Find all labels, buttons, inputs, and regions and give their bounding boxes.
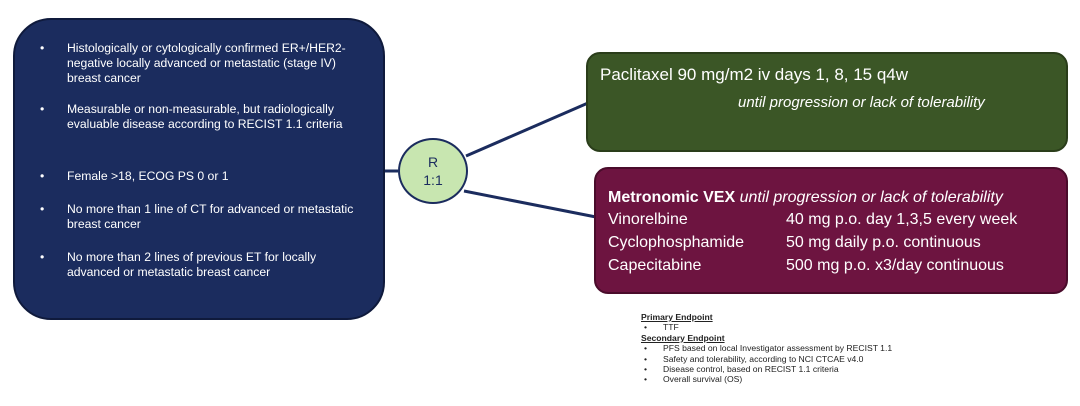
- endpoint-text: Disease control, based on RECIST 1.1 cri…: [663, 364, 839, 375]
- bullet-icon: •: [40, 41, 45, 55]
- bullet-icon: •: [40, 169, 45, 183]
- arm-a-box: Paclitaxel 90 mg/m2 iv days 1, 8, 15 q4w…: [586, 52, 1068, 152]
- criterion-text: No more than 1 line of CT for advanced o…: [67, 202, 354, 231]
- primary-endpoint-heading: Primary Endpoint: [641, 312, 713, 322]
- endpoint-text: Safety and tolerability, according to NC…: [663, 353, 864, 364]
- drug-name: Cyclophosphamide: [608, 234, 745, 251]
- endpoint-text: TTF: [663, 322, 679, 333]
- drug-dose: 500 mg p.o. x3/day continuous: [786, 257, 1004, 274]
- bullet-icon: •: [40, 102, 45, 116]
- endpoint-text: Overall survival (OS): [663, 374, 743, 385]
- endpoint-item: • PFS based on local Investigator assess…: [641, 343, 1061, 353]
- randomization-circle: R 1:1: [398, 138, 468, 204]
- drug-dose: 40 mg p.o. day 1,3,5 every week: [786, 211, 1018, 228]
- arm-b-heading: Metronomic VEX until progression or lack…: [608, 189, 1003, 207]
- bullet-icon: •: [644, 374, 648, 385]
- endpoints-section: Primary Endpoint • TTF Secondary Endpoin…: [641, 312, 1061, 385]
- arm-b-duration: until progression or lack of tolerabilit…: [739, 189, 1003, 206]
- arm-b-title: Metronomic VEX: [608, 189, 736, 206]
- endpoint-item: • Overall survival (OS): [641, 374, 1061, 384]
- endpoint-item: • Safety and tolerability, according to …: [641, 354, 1061, 364]
- arm-a-duration: until progression or lack of tolerabilit…: [738, 94, 985, 111]
- connector-to-arm-a: [465, 101, 589, 158]
- bullet-icon: •: [644, 343, 648, 354]
- criterion-text: Measurable or non-measurable, but radiol…: [67, 102, 343, 131]
- criterion-text: No more than 2 lines of previous ET for …: [67, 250, 317, 279]
- endpoint-item: • TTF: [641, 322, 1061, 332]
- bullet-icon: •: [644, 353, 648, 364]
- bullet-icon: •: [644, 364, 648, 375]
- randomization-label: R: [427, 154, 439, 170]
- eligibility-criteria-box: • Histologically or cytologically confir…: [13, 18, 385, 320]
- endpoint-item: • Disease control, based on RECIST 1.1 c…: [641, 364, 1061, 374]
- bullet-icon: •: [40, 202, 45, 216]
- drug-name: Vinorelbine: [608, 211, 688, 228]
- endpoint-text: PFS based on local Investigator assessme…: [663, 343, 893, 354]
- criterion-text: Female >18, ECOG PS 0 or 1: [67, 169, 229, 183]
- drug-name: Capecitabine: [608, 257, 702, 274]
- arm-a-regimen: Paclitaxel 90 mg/m2 iv days 1, 8, 15 q4w: [600, 65, 909, 84]
- arm-b-box: Metronomic VEX until progression or lack…: [594, 167, 1068, 294]
- randomization-ratio: 1:1: [423, 172, 443, 188]
- connector-to-arm-b: [463, 189, 597, 219]
- drug-dose: 50 mg daily p.o. continuous: [786, 234, 981, 251]
- criterion-text: Histologically or cytologically confirme…: [67, 41, 346, 85]
- secondary-endpoint-heading: Secondary Endpoint: [641, 332, 725, 343]
- bullet-icon: •: [644, 322, 648, 333]
- bullet-icon: •: [40, 250, 45, 264]
